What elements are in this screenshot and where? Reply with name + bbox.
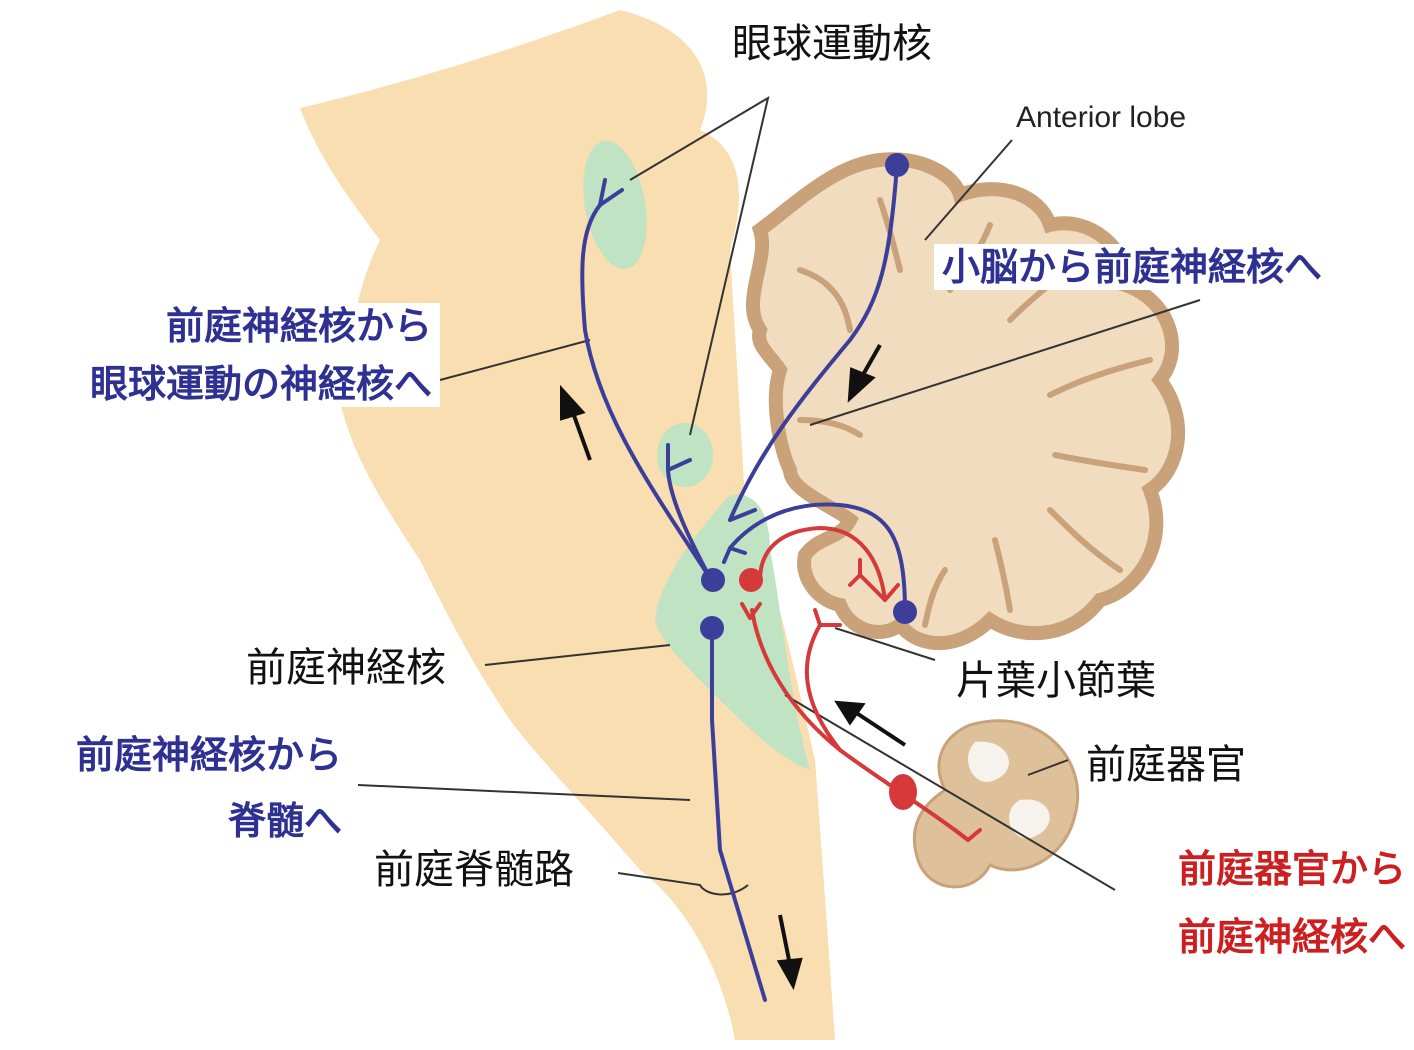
oculomotor-nucleus-lower xyxy=(657,423,713,487)
vn-to-oculomotor-line2: 眼球運動の神経核へ xyxy=(20,365,432,403)
vestibular-nucleus-label: 前庭神経核 xyxy=(246,648,446,688)
vestibular-organ-label: 前庭器官 xyxy=(1086,745,1246,785)
vestibulospinal-tract-label: 前庭脊髄路 xyxy=(374,850,574,890)
vn-to-spinal-line1: 前庭神経核から xyxy=(20,736,342,774)
anterior-lobe-label: Anterior lobe xyxy=(1016,103,1186,133)
vn-to-spinal-label: 前庭神経核から 脊髄へ xyxy=(20,736,342,840)
vestibular-organ xyxy=(914,721,1077,887)
cerebellum-to-vestibular-nucleus-label: 小脳から前庭神経核へ xyxy=(934,244,1330,290)
vo-to-vn-line2: 前庭神経核へ xyxy=(1100,918,1406,956)
vo-to-vn-line1: 前庭器官から xyxy=(1100,850,1406,888)
oculomotor-nuclei-label: 眼球運動核 xyxy=(732,24,932,64)
vn-to-oculomotor-label: 前庭神経核から 眼球運動の神経核へ xyxy=(12,303,440,407)
flocculonodular-lobe-label: 片葉小節葉 xyxy=(956,661,1156,701)
vn-to-oculomotor-line1: 前庭神経核から xyxy=(20,307,432,345)
cerebellum xyxy=(753,159,1178,643)
vo-to-vn-label: 前庭器官から 前庭神経核へ xyxy=(1100,850,1406,956)
vn-to-spinal-line2: 脊髄へ xyxy=(20,802,342,840)
